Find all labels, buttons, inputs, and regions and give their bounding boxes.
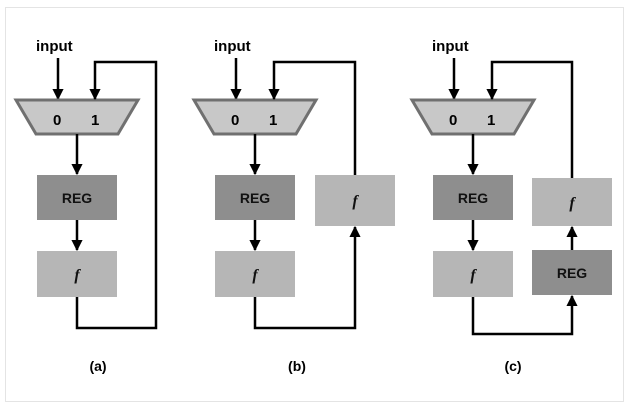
panel-c-feedback-wire — [486, 60, 574, 178]
panel-a-f-label: f — [74, 267, 81, 284]
panel-c-caption: (c) — [504, 358, 521, 374]
panel-b-f-block — [215, 251, 295, 297]
panel-a-caption: (a) — [89, 358, 106, 374]
panel-c-reg-feedback-label: REG — [557, 265, 587, 281]
panel-a-f-block — [37, 251, 117, 297]
panel-a-reg-label: REG — [62, 190, 92, 206]
panel-c-f-block — [433, 251, 513, 297]
panel-b-reg-label: REG — [240, 190, 270, 206]
panel-b-f-label: f — [252, 267, 259, 284]
panel-b-mux — [191, 98, 319, 136]
panel-c-reg-label: REG — [458, 190, 488, 206]
panel-b-reg-block — [215, 175, 295, 220]
panel-c-mux — [409, 98, 537, 136]
panel-c-reg-feedback-block — [532, 250, 612, 295]
panel-c-reg-block — [433, 175, 513, 220]
panel-b-f-feedback-block — [315, 175, 395, 226]
panel-a-reg-block — [37, 175, 117, 220]
panel-a-mux — [13, 98, 141, 136]
panel-c-f-label: f — [470, 267, 477, 284]
panel-c-mux-in1: 1 — [487, 112, 495, 129]
panel-b-mux-in1: 1 — [269, 112, 277, 129]
panel-a-mux-in0: 0 — [53, 112, 61, 129]
panel-c-f-feedback-label: f — [569, 195, 576, 212]
panel-a-input-label: input — [36, 38, 73, 55]
figure-frame — [5, 7, 624, 402]
panel-c-input-label: input — [432, 38, 469, 55]
panel-b-input-label: input — [214, 38, 251, 55]
panel-c: input 0 1 REG f f REG (c) — [409, 38, 612, 374]
panel-b-f-feedback-label: f — [352, 193, 359, 210]
panel-b-caption: (b) — [288, 358, 306, 374]
panel-b-feedback-wire — [268, 60, 357, 175]
panel-b-mux-in0: 0 — [231, 112, 239, 129]
panel-b: input 0 1 REG f f (b) — [191, 38, 395, 374]
panel-a-feedback-wire — [75, 60, 158, 330]
panel-c-f-feedback-block — [532, 178, 612, 226]
panel-a-mux-in1: 1 — [91, 112, 99, 129]
panel-a: input 0 1 REG f (a) — [13, 38, 158, 374]
panel-c-mux-in0: 0 — [449, 112, 457, 129]
panel-b-output-wire — [253, 225, 361, 330]
panel-c-output-wire — [471, 294, 578, 336]
